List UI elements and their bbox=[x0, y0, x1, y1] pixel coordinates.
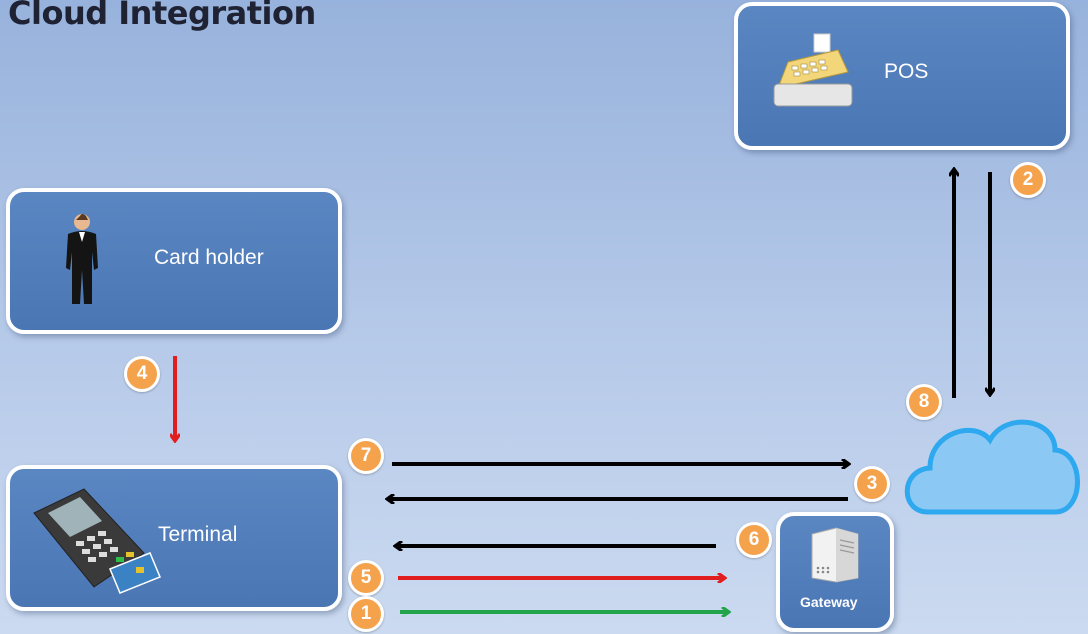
card-terminal-icon bbox=[33, 488, 161, 594]
pos-label: POS bbox=[884, 60, 929, 83]
page-title: Cloud Integration bbox=[8, 0, 316, 32]
step-badge-8: 8 bbox=[906, 384, 942, 420]
gateway-label: Gateway bbox=[800, 594, 858, 610]
step-badge-2: 2 bbox=[1010, 162, 1046, 198]
step-badge-5: 5 bbox=[348, 560, 384, 596]
card-holder-box[interactable]: Card holder bbox=[6, 188, 342, 334]
terminal-label: Terminal bbox=[158, 523, 238, 546]
pos-box[interactable]: POS bbox=[734, 2, 1070, 150]
gateway-box[interactable]: Gateway bbox=[776, 512, 894, 632]
card-holder-label: Card holder bbox=[154, 246, 264, 269]
cloud-icon bbox=[904, 419, 1080, 515]
person-icon bbox=[66, 214, 98, 304]
cash-register-icon bbox=[773, 33, 853, 107]
step-badge-6: 6 bbox=[736, 522, 772, 558]
step-badge-4: 4 bbox=[124, 356, 160, 392]
step-badge-3: 3 bbox=[854, 466, 890, 502]
terminal-box[interactable]: Terminal bbox=[6, 465, 342, 611]
step-badge-7: 7 bbox=[348, 438, 384, 474]
server-icon bbox=[811, 527, 859, 583]
step-badge-1: 1 bbox=[348, 596, 384, 632]
